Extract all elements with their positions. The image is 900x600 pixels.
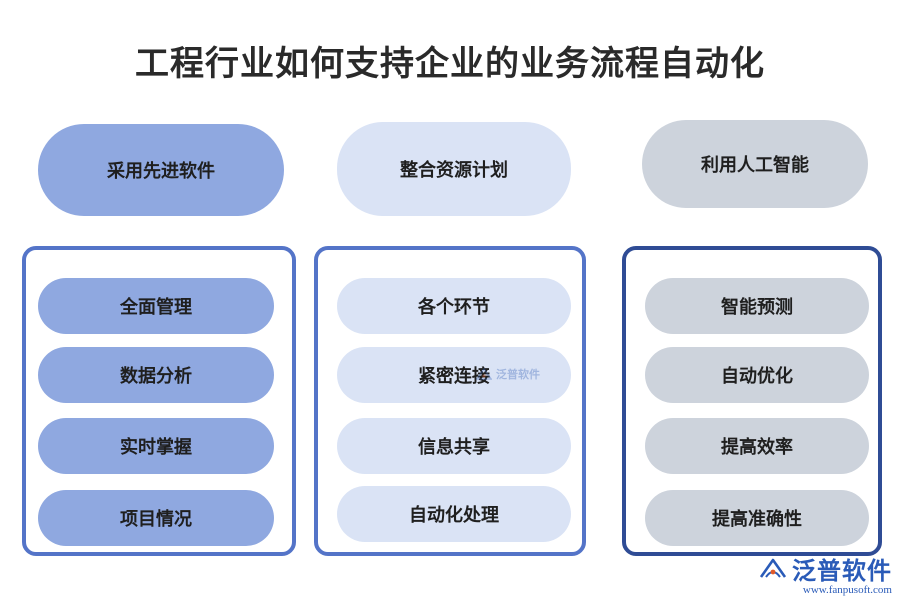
- brand-url: www.fanpusoft.com: [802, 584, 892, 596]
- column-3-header: 利用人工智能: [642, 120, 868, 208]
- column-2-item-3: 信息共享: [337, 418, 571, 474]
- brand-watermark: 泛普软件 www.fanpusoft.com: [758, 551, 892, 596]
- column-3-item-4: 提高准确性: [645, 490, 869, 546]
- column-2-item-1: 各个环节: [337, 278, 571, 334]
- page-title: 工程行业如何支持企业的业务流程自动化: [135, 44, 765, 84]
- column-2-item-4: 自动化处理: [337, 486, 571, 542]
- column-1-item-4: 项目情况: [38, 490, 274, 546]
- column-3-item-2: 自动优化: [645, 347, 869, 403]
- column-2-item-2: 紧密连接: [337, 347, 571, 403]
- column-1-item-1: 全面管理: [38, 278, 274, 334]
- column-2-header: 整合资源计划: [337, 122, 571, 216]
- column-3-item-1: 智能预测: [645, 278, 869, 334]
- brand-name: 泛普软件: [792, 557, 892, 585]
- brand-logo-icon: [759, 558, 787, 578]
- column-3-item-3: 提高效率: [645, 418, 869, 474]
- column-1-item-2: 数据分析: [38, 347, 274, 403]
- column-1-header: 采用先进软件: [38, 124, 284, 216]
- column-1-item-3: 实时掌握: [38, 418, 274, 474]
